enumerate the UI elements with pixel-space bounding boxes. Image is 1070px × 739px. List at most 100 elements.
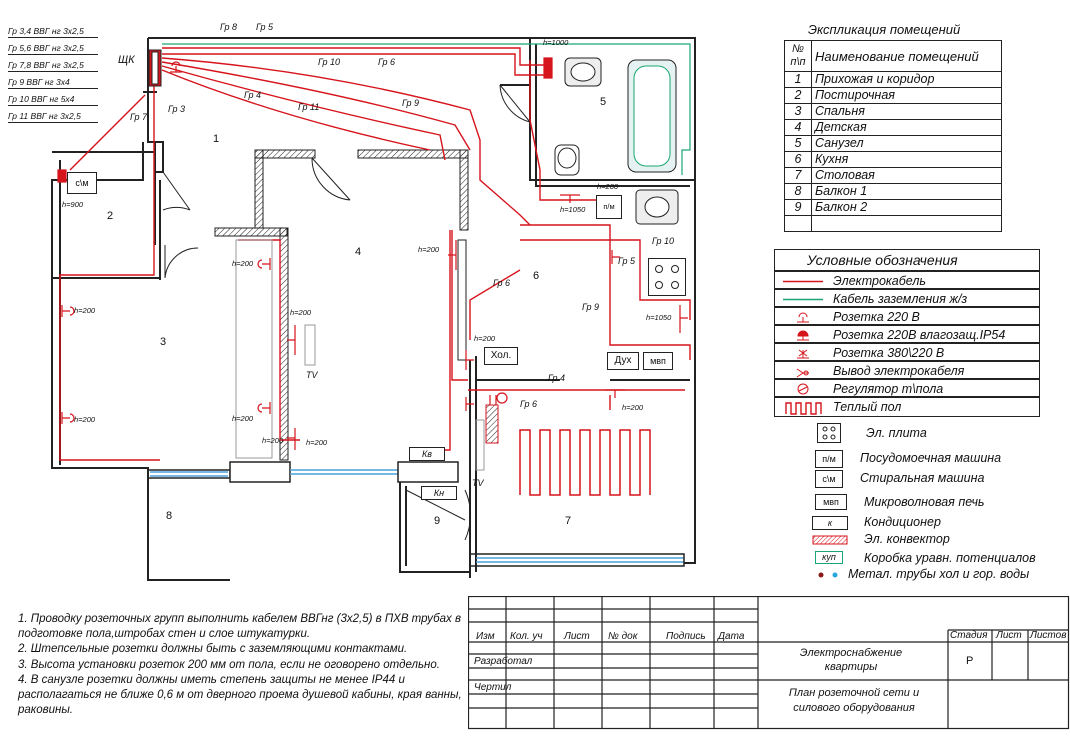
group-label: Гр 9	[402, 98, 420, 108]
legend-label: Вывод электрокабеля	[833, 364, 965, 378]
room-number: 3	[160, 336, 167, 348]
height-label: h=200	[622, 403, 644, 412]
explication-header-name: Наименование помещений	[811, 40, 1002, 72]
height-label: h=900	[62, 200, 84, 209]
cable-group-item: Гр 5,6 ВВГ нг 3х2,5	[8, 43, 98, 55]
potential-box-symbol: куп	[815, 551, 843, 564]
tv-label: TV	[472, 478, 484, 488]
stamp-sheet-title: План розеточной сети и силового оборудов…	[788, 687, 920, 714]
row-num: 4	[784, 119, 812, 136]
convector-icon	[812, 535, 848, 545]
legend-title: Условные обозначения	[807, 252, 958, 268]
room-number: 6	[533, 270, 540, 282]
height-label: h=200	[232, 259, 254, 268]
legend-label: Розетка 220 В	[833, 310, 920, 324]
legend-item: Вывод электрокабеля	[774, 361, 1040, 379]
equipment-label: Метал. трубы хол и гор. воды	[848, 567, 1030, 581]
equipment-label: Коробка уравн. потенциалов	[864, 551, 1036, 565]
row-num: 6	[784, 151, 812, 168]
height-label: h=200	[74, 306, 96, 315]
cable-group-item: Гр 3,4 ВВГ нг 3х2,5	[8, 26, 98, 38]
row-name: Детская	[811, 119, 1002, 136]
stamp-col: Подпись	[666, 631, 706, 642]
height-label: h=200	[262, 436, 284, 445]
ground-cable	[162, 43, 691, 175]
group-label: Гр 4	[244, 90, 262, 100]
group-label: Гр 6	[493, 278, 511, 288]
group-label: Гр 5	[256, 22, 274, 32]
group-label: Гр 6	[520, 399, 538, 409]
stamp-stage-header: Стадия	[950, 630, 988, 641]
equipment-label: Эл. конвектор	[864, 532, 950, 546]
group-label: Гр 4	[548, 373, 566, 383]
note-item: 3. Высота установки розеток 200 мм от по…	[18, 658, 440, 671]
height-label: h=1050	[646, 313, 672, 322]
water-pipes-icon	[818, 572, 838, 578]
legend-label: Розетка 380\220 В	[833, 346, 945, 360]
group-label: Гр 9	[582, 302, 600, 312]
row-name: Балкон 2	[811, 199, 1002, 216]
microwave-box: мвп	[643, 352, 673, 370]
cable-output-icon	[796, 368, 809, 378]
group-label: Гр 7	[130, 112, 148, 122]
room-number: 5	[600, 96, 607, 108]
row-num: 2	[784, 87, 812, 104]
notes: 1. Проводку розеточных групп выполнить к…	[18, 612, 468, 718]
row-num: 5	[784, 135, 812, 152]
row-num: 8	[784, 183, 812, 200]
legend-item: Розетка 380\220 В	[774, 343, 1040, 361]
row-num: 3	[784, 103, 812, 120]
legend-item: Электрокабель	[774, 271, 1040, 289]
stamp-col: № док	[608, 631, 638, 642]
stove-icon	[817, 423, 841, 443]
room-number: 7	[565, 515, 572, 527]
note-item: 4. В санузле розетки должны иметь степен…	[18, 673, 462, 717]
room-number: 8	[166, 510, 173, 522]
legend-label: Розетка 220В влагозащ.IP54	[833, 328, 1006, 342]
height-label: h=200	[306, 438, 328, 447]
stamp-drawn: Чертил	[474, 682, 512, 693]
cable-group-item: Гр 7,8 ВВГ нг 3х2,5	[8, 60, 98, 72]
equipment-label: Стиральная машина	[860, 471, 985, 485]
ac-box: Кв	[409, 447, 445, 461]
height-label: h=200	[74, 415, 96, 424]
underfloor-heating	[519, 429, 651, 496]
stamp-stage: Р	[966, 655, 974, 667]
room-number: 9	[434, 515, 441, 527]
doors	[162, 84, 531, 541]
cable-group-item: Гр 9 ВВГ нг 3х4	[8, 77, 98, 89]
row-name: Кухня	[811, 151, 1002, 168]
stamp-project: Электроснабжение квартиры	[799, 647, 903, 673]
underfloor-heating-icon	[785, 402, 822, 415]
stamp-sheet-header: Лист	[996, 630, 1022, 641]
note-item: 2. Штепсельные розетки должны быть с заз…	[18, 643, 408, 656]
group-label: Гр 10	[652, 236, 675, 246]
fridge-box: Хол.	[484, 347, 518, 365]
washer-box: с\м	[67, 172, 97, 194]
ac-box: Кн	[421, 486, 457, 500]
socket-380-icon	[797, 349, 809, 359]
dishwasher-symbol: п/м	[815, 450, 843, 468]
group-label: Гр 3	[168, 104, 186, 114]
panel-label: ЩК	[118, 54, 135, 66]
windows	[147, 461, 685, 567]
explication-header-num: № п\п	[784, 40, 812, 72]
stamp-sheets-header: Листов	[1030, 630, 1067, 641]
cable-group-item: Гр 10 ВВГ нг 5х4	[8, 94, 98, 106]
stamp-col: Лист	[564, 631, 590, 642]
microwave-symbol: мвп	[815, 494, 847, 510]
stamp-col: Изм	[476, 631, 495, 642]
row-name: Столовая	[811, 167, 1002, 184]
height-label: h=1050	[560, 205, 586, 214]
stamp-col: Дата	[718, 631, 745, 642]
row-num: 9	[784, 199, 812, 216]
group-label: Гр 6	[378, 57, 396, 67]
height-label: h=200	[474, 334, 496, 343]
group-label: Гр 10	[318, 57, 341, 67]
